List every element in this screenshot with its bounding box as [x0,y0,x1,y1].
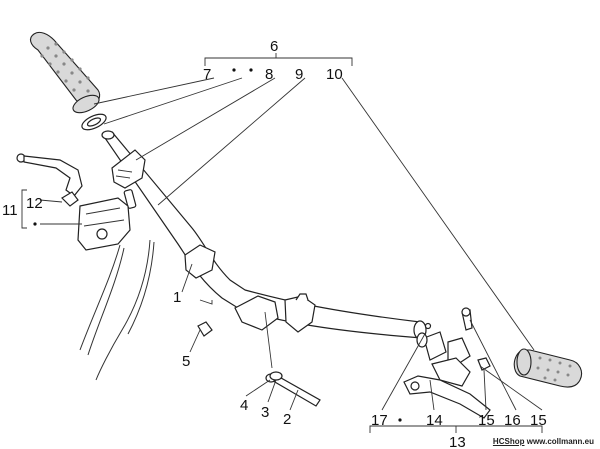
label-5: 5 [182,353,190,370]
label-15-right: 15 [530,412,547,429]
label-16: 16 [504,412,521,429]
label-7: 7 [203,66,211,83]
dot-marker [33,222,37,226]
label-15-left: 15 [478,412,495,429]
watermark: HCShop www.collmann.eu [493,437,594,446]
watermark-site: www.collmann.eu [526,437,594,446]
label-1: 1 [173,289,181,306]
label-2: 2 [283,411,291,428]
label-17: 17 [371,412,388,429]
right-grip [513,348,583,388]
leader-lines [21,53,543,433]
bolts [197,321,321,407]
dot-marker [249,68,253,72]
handlebar [101,130,427,340]
left-grip [29,31,107,131]
watermark-brand: HCShop [492,437,525,446]
label-10: 10 [326,66,343,83]
label-9: 9 [295,66,303,83]
label-8: 8 [265,66,273,83]
label-3: 3 [261,404,269,421]
dot-marker [398,418,402,422]
label-13: 13 [449,434,466,449]
label-14: 14 [426,412,443,429]
cables [79,239,155,381]
label-6: 6 [270,38,278,55]
label-4: 4 [240,397,248,414]
left-lever-assembly [16,153,131,251]
dot-marker [232,68,236,72]
label-11: 11 [2,202,18,219]
right-lever-assembly [403,307,491,419]
label-12: 12 [26,195,43,212]
